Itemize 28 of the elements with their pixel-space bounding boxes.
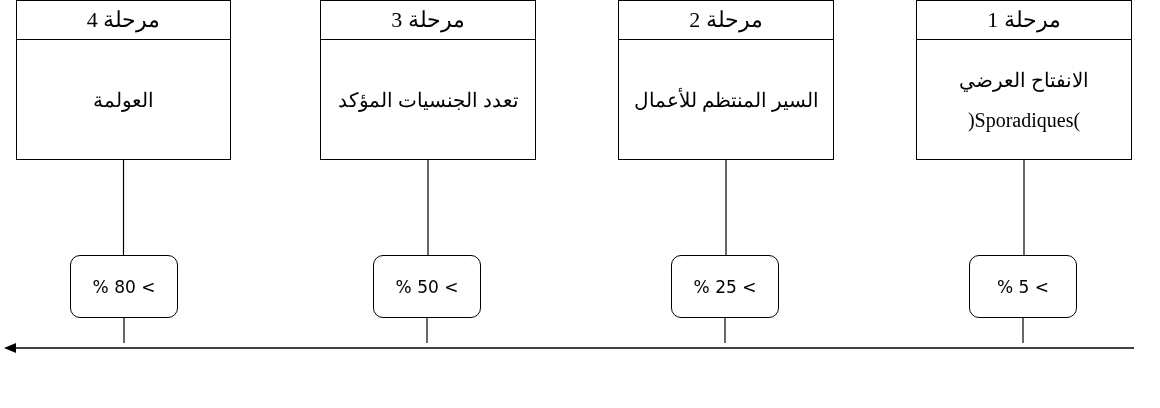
stage-title: مرحلة 3: [321, 1, 535, 40]
connector-line: [122, 159, 125, 256]
stage-box: [16, 0, 231, 160]
stage-title: مرحلة 2: [619, 1, 833, 40]
percentage-box: [373, 255, 481, 318]
stage-box: [320, 0, 536, 160]
percentage-label: % 25 <: [693, 276, 757, 297]
percentage-box: [969, 255, 1077, 318]
connector-line: [1022, 317, 1024, 344]
connector-line: [123, 317, 125, 344]
stage-description: تعدد الجنسيات المؤكد: [336, 87, 520, 114]
stage-description: العولمة: [92, 87, 155, 114]
percentage-label: % 5 <: [997, 276, 1049, 297]
connector-line: [427, 159, 429, 256]
connector-line: [1023, 159, 1025, 256]
stage-box: [618, 0, 834, 160]
connector-line: [724, 317, 726, 344]
stage-description: الانفتاح العرضي )Sporadiques(: [958, 67, 1090, 134]
percentage-label: % 50 <: [395, 276, 459, 297]
stage-description: السير المنتظم للأعمال: [632, 87, 820, 114]
stage-box: [916, 0, 1132, 160]
percentage-box: [671, 255, 779, 318]
stage-title: مرحلة 4: [17, 1, 230, 40]
percentage-label: % 80 <: [92, 276, 156, 297]
connector-line: [725, 159, 727, 256]
connector-line: [426, 317, 428, 344]
percentage-box: [70, 255, 178, 318]
stage-title: مرحلة 1: [917, 1, 1131, 40]
